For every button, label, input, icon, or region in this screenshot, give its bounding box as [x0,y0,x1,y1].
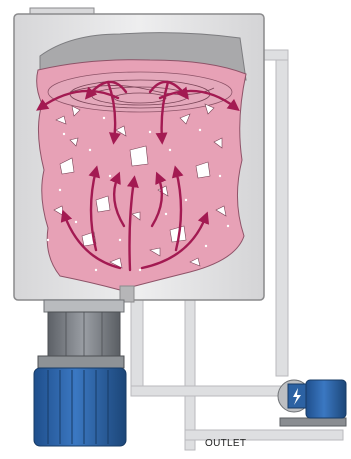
outlet-label: OUTLET [205,438,246,449]
drive-flange [44,300,124,312]
mixer-drive [34,300,126,446]
tank-outlet-pipe-left [131,300,143,396]
tank-outlet-pipe-right [185,300,195,396]
pump-motor [306,380,346,418]
centrifugal-pump [278,380,346,426]
pump-suction-pipe [131,386,283,396]
outlet-pipe [185,396,195,450]
motor-adapter [38,356,124,368]
pump-base [280,418,346,426]
